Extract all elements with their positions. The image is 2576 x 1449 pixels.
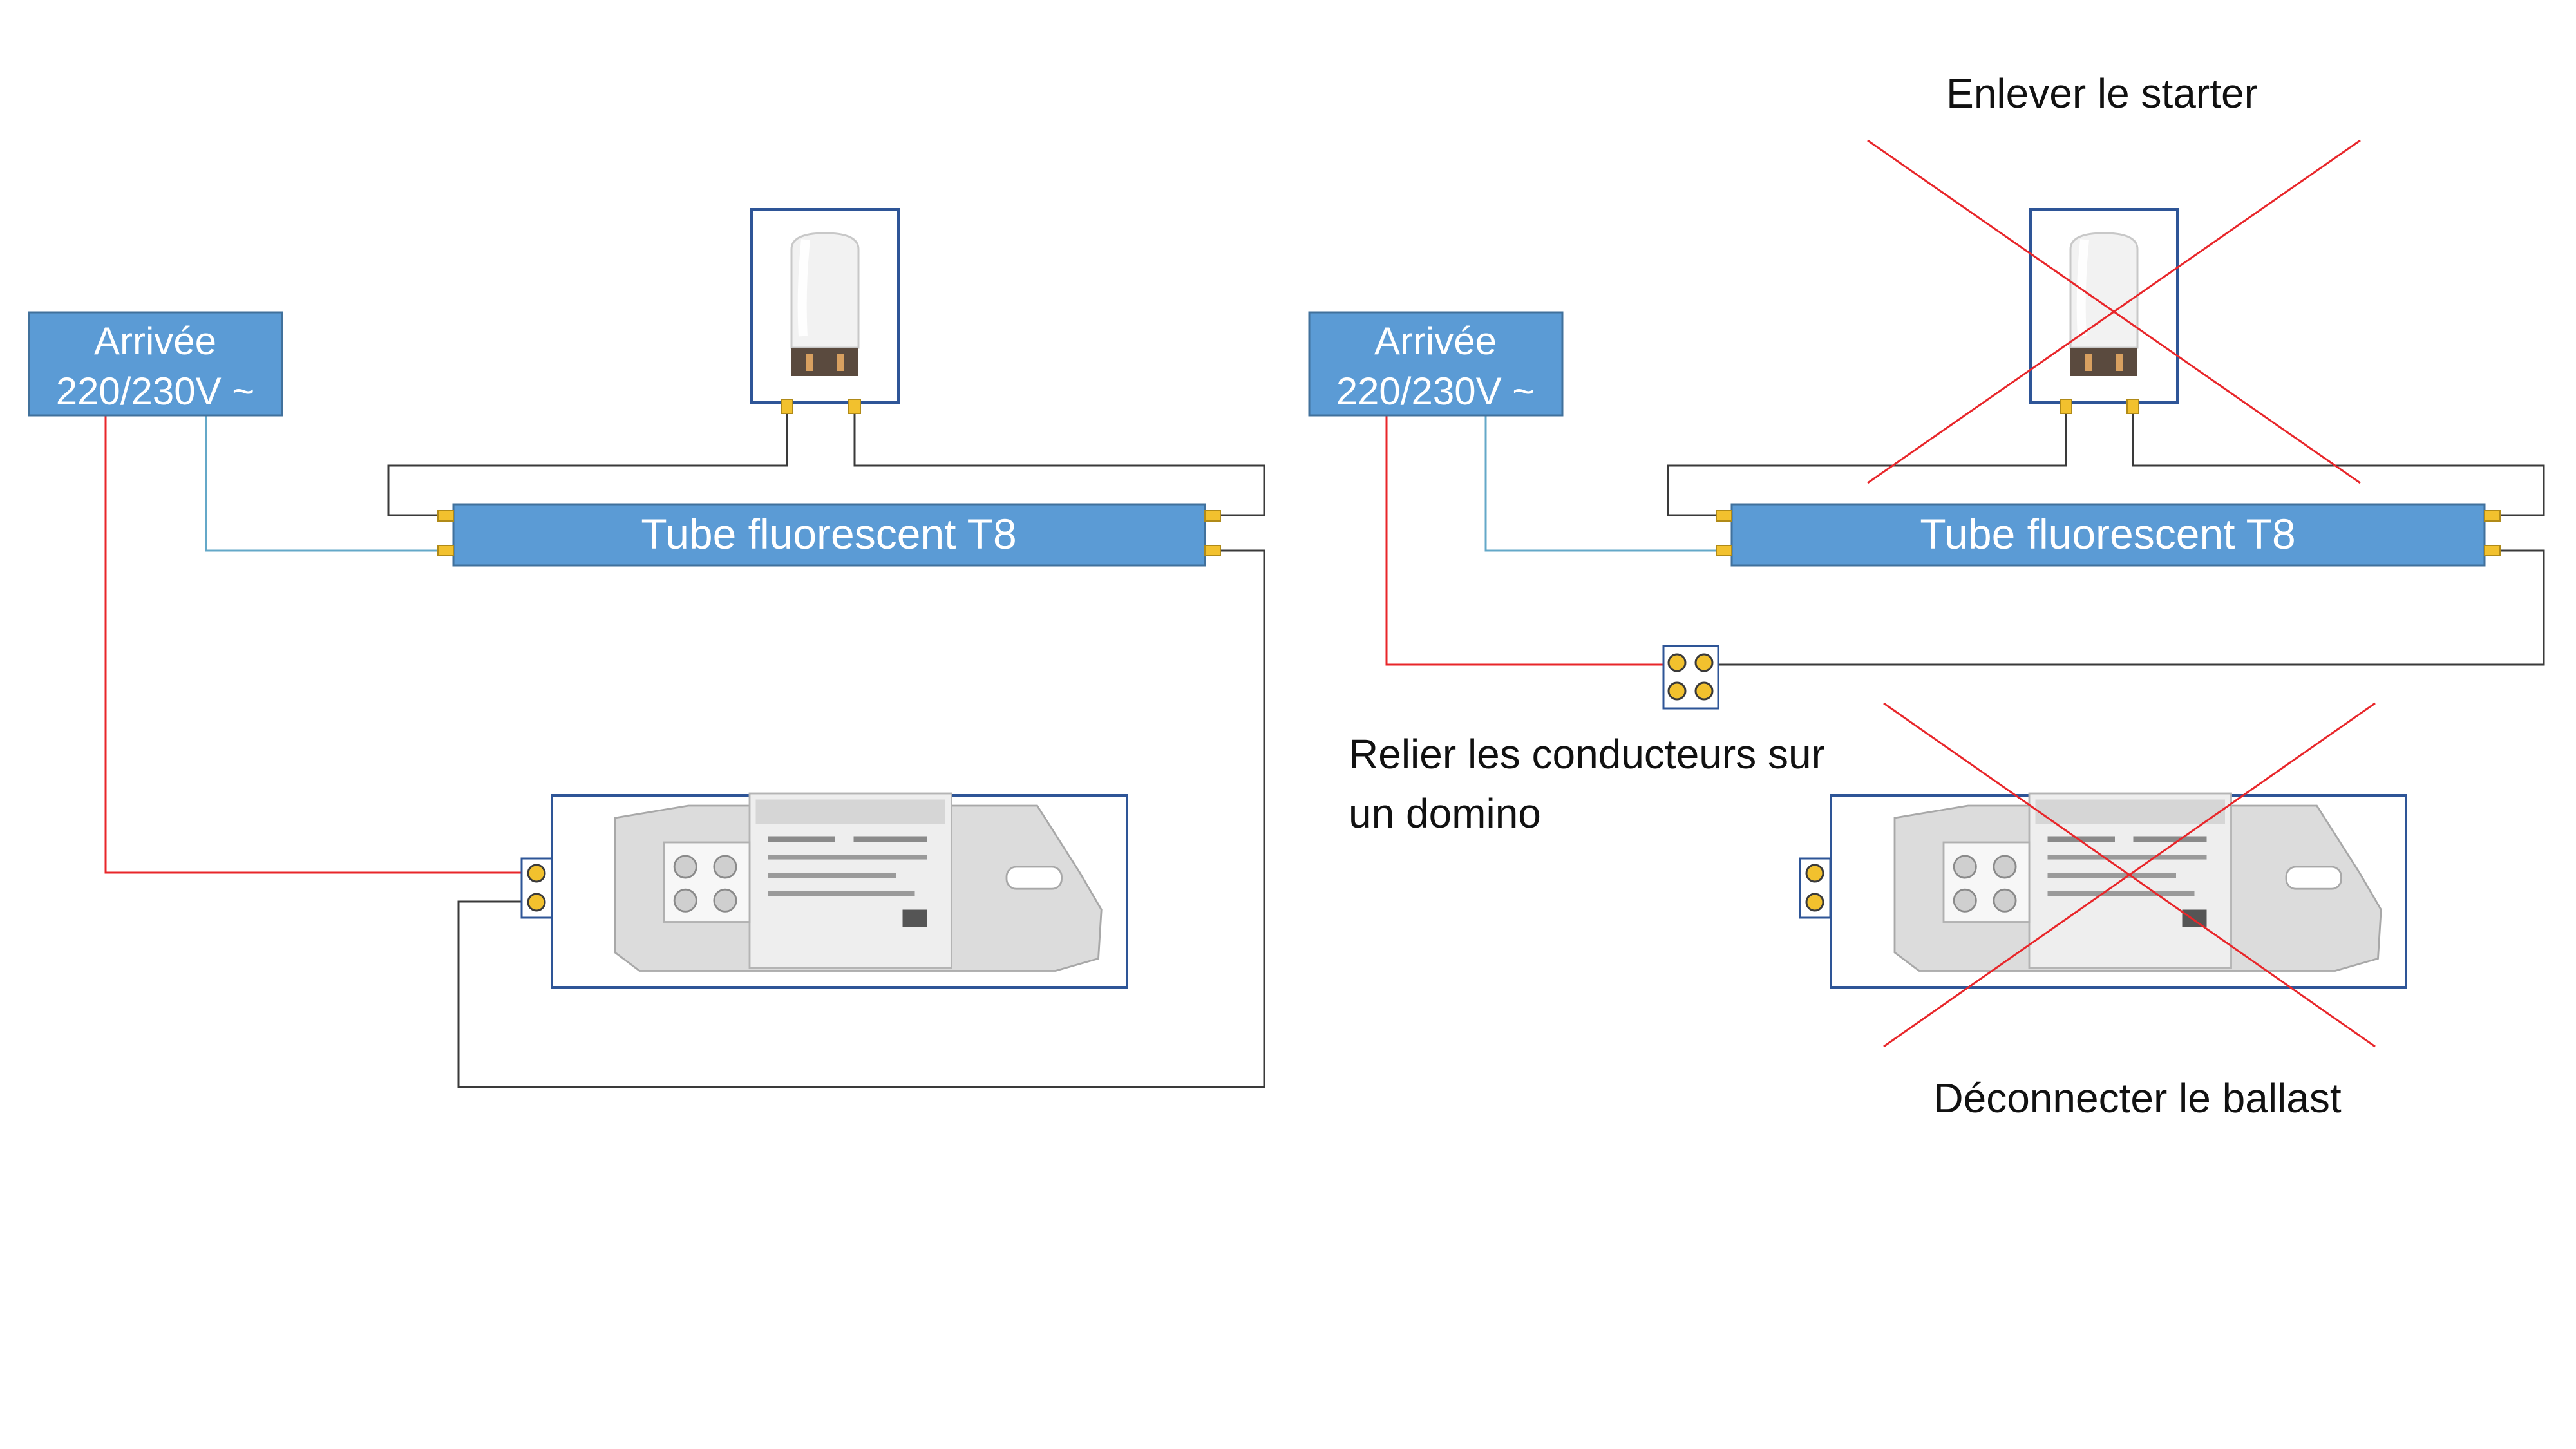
- right-starter-wire-left: [1667, 412, 2067, 516]
- left-ballast-terminal: [527, 864, 546, 883]
- left-arrivee-line2: 220/230V ~: [56, 370, 255, 413]
- left-neutral-wire: [205, 415, 438, 552]
- left-tube-pin: [437, 545, 454, 556]
- left-tube: Tube fluorescent T8: [437, 503, 1221, 567]
- left-tube-pin: [1204, 545, 1221, 556]
- domino-note-line2: un domino: [1349, 790, 1541, 837]
- right-arrivee-line2: 220/230V ~: [1336, 370, 1535, 413]
- ballast-icon: [614, 792, 1103, 972]
- left-wires: [104, 412, 1265, 1088]
- left-arrivee-box: Arrivée 220/230V ~: [28, 311, 283, 417]
- starter-cross-out: [1867, 139, 2361, 484]
- left-starter-wire-left: [387, 412, 788, 516]
- left-arrivee-line1: Arrivée: [94, 319, 216, 363]
- right-ballast: [1799, 792, 2407, 989]
- starter-icon: [791, 233, 858, 376]
- disconnect-ballast-label: Déconnecter le ballast: [1933, 1075, 2341, 1121]
- left-ballast: [520, 792, 1128, 989]
- right-arrivee-line1: Arrivée: [1374, 319, 1497, 363]
- right-ballast-terminal: [1805, 893, 1824, 912]
- right-wires: [1385, 412, 2545, 666]
- left-starter: [750, 208, 900, 414]
- left-tube-pin: [437, 510, 454, 522]
- left-phase-wire: [104, 415, 522, 874]
- right-starter-pin-left: [2060, 399, 2072, 414]
- right-tube: Tube fluorescent T8: [1716, 503, 2501, 567]
- ballast-icon: [1893, 792, 2382, 972]
- remove-starter-label: Enlever le starter: [1946, 70, 2258, 117]
- right-neutral-wire: [1484, 415, 1716, 552]
- left-starter-pin-left: [781, 399, 793, 414]
- left-ballast-terminal: [527, 893, 546, 912]
- right-tube-pin: [2484, 510, 2501, 522]
- right-ballast-terminal: [1805, 864, 1824, 883]
- right-starter: [2029, 208, 2179, 414]
- right-arrivee-box: Arrivée 220/230V ~: [1308, 311, 1564, 417]
- left-diagram: Arrivée 220/230V ~ Tube fluorescent T8: [28, 208, 1265, 1088]
- left-return-wire: [457, 549, 1265, 1088]
- domino-connector-icon: [1662, 645, 1719, 710]
- left-starter-pin-right: [848, 399, 861, 414]
- right-tube-pin: [1716, 545, 1732, 556]
- right-return-wire: [1718, 549, 2545, 666]
- right-starter-wire-right: [2132, 412, 2545, 516]
- right-phase-wire: [1385, 415, 1663, 666]
- left-tube-pin: [1204, 510, 1221, 522]
- ballast-cross-out: [1883, 702, 2376, 1048]
- right-tube-label: Tube fluorescent T8: [1920, 510, 2295, 558]
- domino-note-line1: Relier les conducteurs sur: [1349, 731, 1825, 777]
- right-tube-pin: [2484, 545, 2501, 556]
- right-tube-pin: [1716, 510, 1732, 522]
- left-tube-label: Tube fluorescent T8: [641, 510, 1016, 558]
- left-starter-wire-right: [853, 412, 1265, 516]
- right-diagram: Arrivée 220/230V ~ Enlever le starter Tu…: [1308, 70, 2545, 1121]
- right-starter-pin-right: [2126, 399, 2139, 414]
